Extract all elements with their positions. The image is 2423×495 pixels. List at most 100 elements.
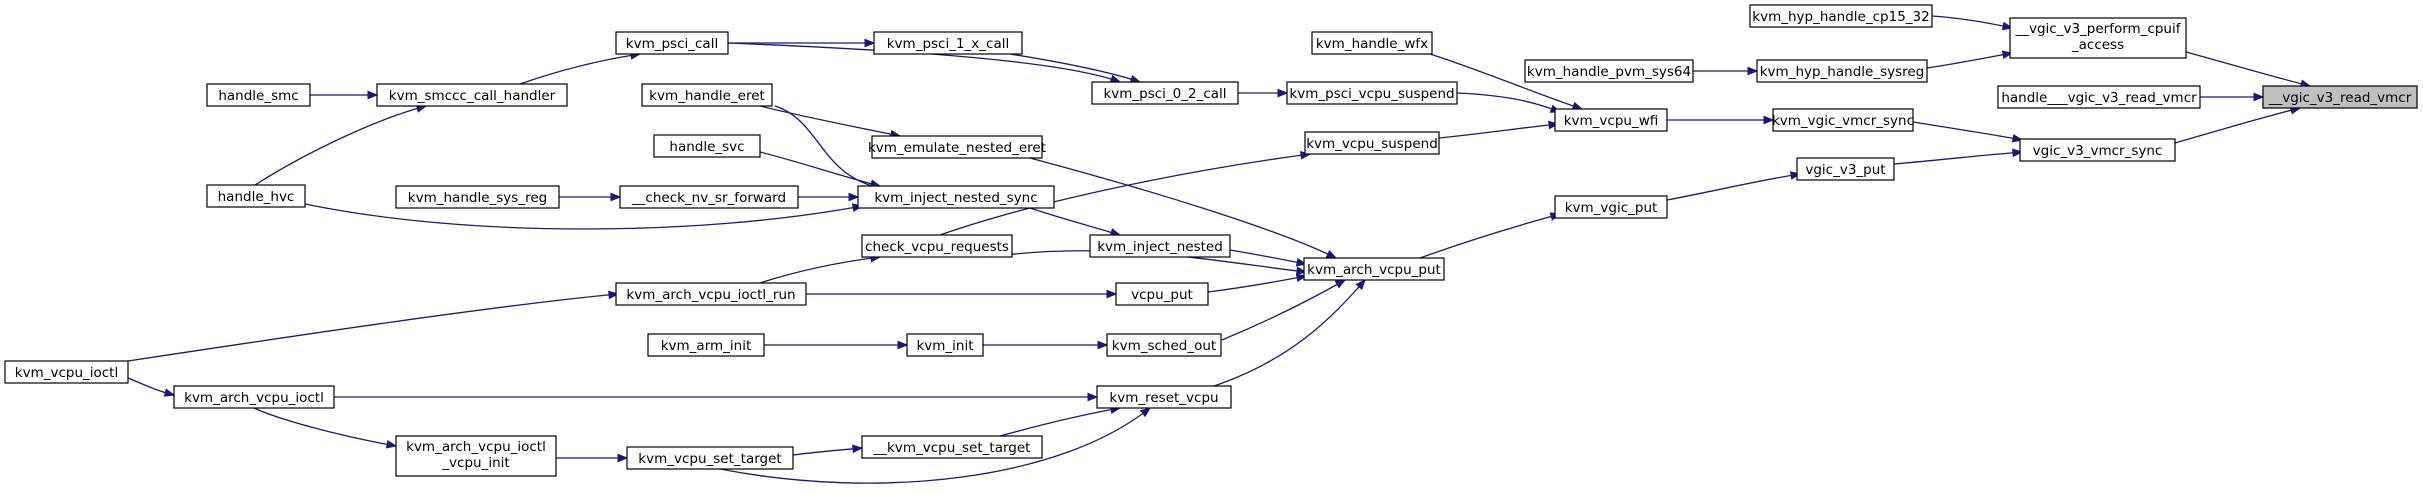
node-box: [861, 234, 1013, 258]
node-kvm-hyp-handle-cp15-32[interactable]: kvm_hyp_handle_cp15_32: [1749, 4, 1933, 28]
edge-line: [1207, 275, 1307, 293]
node-box: [2262, 85, 2418, 109]
node-box: [376, 83, 568, 107]
arrowhead: [617, 453, 629, 463]
node-kvm-arch-vcpu-ioctl-run[interactable]: kvm_arch_vcpu_ioctl_run: [615, 282, 807, 306]
edge-kvm_handle_sys_reg-to-check_nv_sr_forward: [559, 192, 622, 202]
node-kvm-psci-1-x-call[interactable]: kvm_psci_1_x_call: [873, 31, 1023, 55]
edge-line: [759, 256, 881, 284]
node-label: handle_hvc: [218, 189, 295, 205]
node-kvm-handle-wfx[interactable]: kvm_handle_wfx: [1311, 31, 1433, 55]
edge-kvm_arch_vcpu_ioctl_vcpu_init-to-kvm_vcpu_set_target: [556, 453, 629, 463]
node-kvm-psci-call[interactable]: kvm_psci_call: [615, 31, 729, 55]
edge-line: [939, 153, 1311, 236]
node-label: kvm_psci_1_x_call: [887, 36, 1010, 52]
node-kvm-vcpu-ioctl[interactable]: kvm_vcpu_ioctl: [4, 360, 129, 384]
node-box: [1091, 81, 1239, 105]
node-label: kvm_vcpu_ioctl: [15, 365, 118, 381]
node-label: kvm_handle_eret: [649, 88, 765, 104]
node-kvm-vcpu-wfi[interactable]: kvm_vcpu_wfi: [1554, 108, 1668, 132]
edge-line: [1029, 157, 1337, 259]
node-box: [2009, 17, 2187, 59]
edge-kvm_vcpu_ioctl-to-kvm_arch_vcpu_ioctl_run: [127, 290, 620, 362]
node-kvm-sched-out[interactable]: kvm_sched_out: [1106, 333, 1222, 357]
node-label: kvm_vcpu_suspend: [1306, 136, 1438, 152]
node-label: kvm_psci_0_2_call: [1103, 86, 1226, 102]
node-label: kvm_handle_sys_reg: [408, 190, 547, 206]
node-check-vcpu-requests[interactable]: check_vcpu_requests: [861, 234, 1013, 258]
node-handle-svc[interactable]: handle_svc: [653, 134, 761, 158]
node-kvm-inject-nested-sync[interactable]: kvm_inject_nested_sync: [857, 185, 1055, 209]
node-box: [1096, 385, 1232, 409]
node-handle-hvc[interactable]: handle_hvc: [206, 184, 306, 208]
node-kvm-psci-0-2-call[interactable]: kvm_psci_0_2_call: [1091, 81, 1239, 105]
edge-kvm_reset_vcpu-to-kvm_arch_vcpu_put: [1213, 278, 1366, 387]
node-kvm-psci-vcpu-suspend[interactable]: kvm_psci_vcpu_suspend: [1286, 81, 1458, 105]
edge-vgic_v3_put-to-vgic_v3_vmcr_sync: [1893, 148, 2024, 165]
node-label: kvm_smccc_call_handler: [389, 88, 556, 104]
edge-kvm_vcpu_suspend-to-kvm_vcpu_wfi: [1438, 120, 1560, 139]
node-label: __vgic_v3_read_vmcr: [2268, 90, 2412, 106]
node-box: [395, 435, 557, 477]
node-kvm-arch-vcpu-ioctl[interactable]: kvm_arch_vcpu_ioctl: [173, 385, 335, 409]
edge-line: [774, 105, 881, 189]
edge-kvm_arch_vcpu_put-to-kvm_vgic_put: [1419, 212, 1562, 259]
edge-kvm_arch_vcpu_ioctl-to-kvm_reset_vcpu: [334, 392, 1099, 402]
node-label: kvm_arch_vcpu_ioctl: [406, 439, 546, 455]
edge-kvm_handle_eret-to-kvm_inject_nested_sync: [774, 105, 882, 190]
node-vgic-v3-perform-cpuif-access[interactable]: __vgic_v3_perform_cpuif_access: [2009, 17, 2187, 59]
node-box: [1115, 282, 1209, 306]
edge-line: [719, 407, 1151, 484]
node-vcpu-put[interactable]: vcpu_put: [1115, 282, 1209, 306]
edge-line: [1926, 52, 2013, 69]
node-kvm-smccc-call-handler[interactable]: kvm_smccc_call_handler: [376, 83, 568, 107]
node-vgic-v3-read-vmcr[interactable]: __vgic_v3_read_vmcr: [2262, 85, 2418, 109]
node-kvm-handle-sys-reg[interactable]: kvm_handle_sys_reg: [395, 185, 560, 209]
node-kvm-inject-nested[interactable]: kvm_inject_nested: [1089, 234, 1231, 258]
node-vgic-v3-vmcr-sync[interactable]: vgic_v3_vmcr_sync: [2019, 138, 2176, 162]
node-kvm-vcpu-set-target[interactable]: kvm_vcpu_set_target: [626, 446, 794, 470]
node-box: [173, 385, 335, 409]
edge-line: [727, 42, 1121, 83]
node-box: [1554, 195, 1668, 219]
node-vcpu-set-target[interactable]: __kvm_vcpu_set_target: [861, 435, 1043, 459]
node-check-nv-sr-forward[interactable]: __check_nv_sr_forward: [619, 185, 799, 209]
edge-kvm_vcpu_set_target-to-vcpu_set_target: [792, 444, 864, 456]
arrowhead: [385, 440, 398, 449]
node-box: [906, 333, 984, 357]
node-kvm-handle-pvm-sys64[interactable]: kvm_handle_pvm_sys64: [1524, 59, 1694, 83]
node-label: handle_smc: [218, 88, 298, 104]
node-box: [4, 360, 129, 384]
node-vgic-v3-put[interactable]: vgic_v3_put: [1796, 157, 1895, 181]
edge-line: [1029, 207, 1121, 236]
arrowhead: [897, 340, 909, 350]
arrowhead: [1097, 340, 1109, 350]
edge-vgic_v3_vmcr_sync-to-vgic_v3_read_vmcr: [2174, 106, 2302, 144]
node-kvm-init[interactable]: kvm_init: [906, 333, 984, 357]
node-kvm-vgic-put[interactable]: kvm_vgic_put: [1554, 195, 1668, 219]
node-kvm-handle-eret[interactable]: kvm_handle_eret: [641, 83, 773, 107]
nodes-layer: __vgic_v3_read_vmcr __vgic_v3_perform_cpu…: [4, 4, 2418, 477]
node-box: [1772, 108, 1914, 132]
node-kvm-emulate-nested-eret[interactable]: kvm_emulate_nested_eret: [868, 135, 1046, 159]
node-kvm-reset-vcpu[interactable]: kvm_reset_vcpu: [1096, 385, 1232, 409]
node-kvm-hyp-handle-sysreg[interactable]: kvm_hyp_handle_sysreg: [1756, 59, 1928, 83]
node-label: vcpu_put: [1131, 287, 1193, 303]
node-kvm-vgic-vmcr-sync[interactable]: kvm_vgic_vmcr_sync: [1772, 108, 1914, 132]
node-kvm-arm-init[interactable]: kvm_arm_init: [647, 333, 765, 357]
node-box: [873, 31, 1023, 55]
node-kvm-arch-vcpu-put[interactable]: kvm_arch_vcpu_put: [1303, 257, 1445, 281]
node-kvm-vcpu-suspend[interactable]: kvm_vcpu_suspend: [1304, 131, 1440, 155]
node-label: kvm_arch_vcpu_ioctl: [184, 390, 324, 406]
edge-kvm_vgic_put-to-vgic_v3_put: [1666, 171, 1802, 201]
arrowhead: [608, 290, 620, 300]
arrowhead: [1087, 392, 1099, 402]
arrowhead: [1277, 88, 1289, 98]
edge-kvm_handle_pvm_sys64-to-kvm_hyp_handle_sysreg: [1693, 66, 1759, 76]
node-kvm-arch-vcpu-ioctl-vcpu-init[interactable]: kvm_arch_vcpu_ioctl_vcpu_init: [395, 435, 557, 477]
arrowhead: [848, 192, 860, 202]
node-label: kvm_handle_pvm_sys64: [1527, 64, 1691, 80]
node-handle-smc[interactable]: handle_smc: [206, 83, 311, 107]
node-handle-vgic-v3-read-vmcr[interactable]: handle___vgic_v3_read_vmcr: [1997, 85, 2201, 109]
